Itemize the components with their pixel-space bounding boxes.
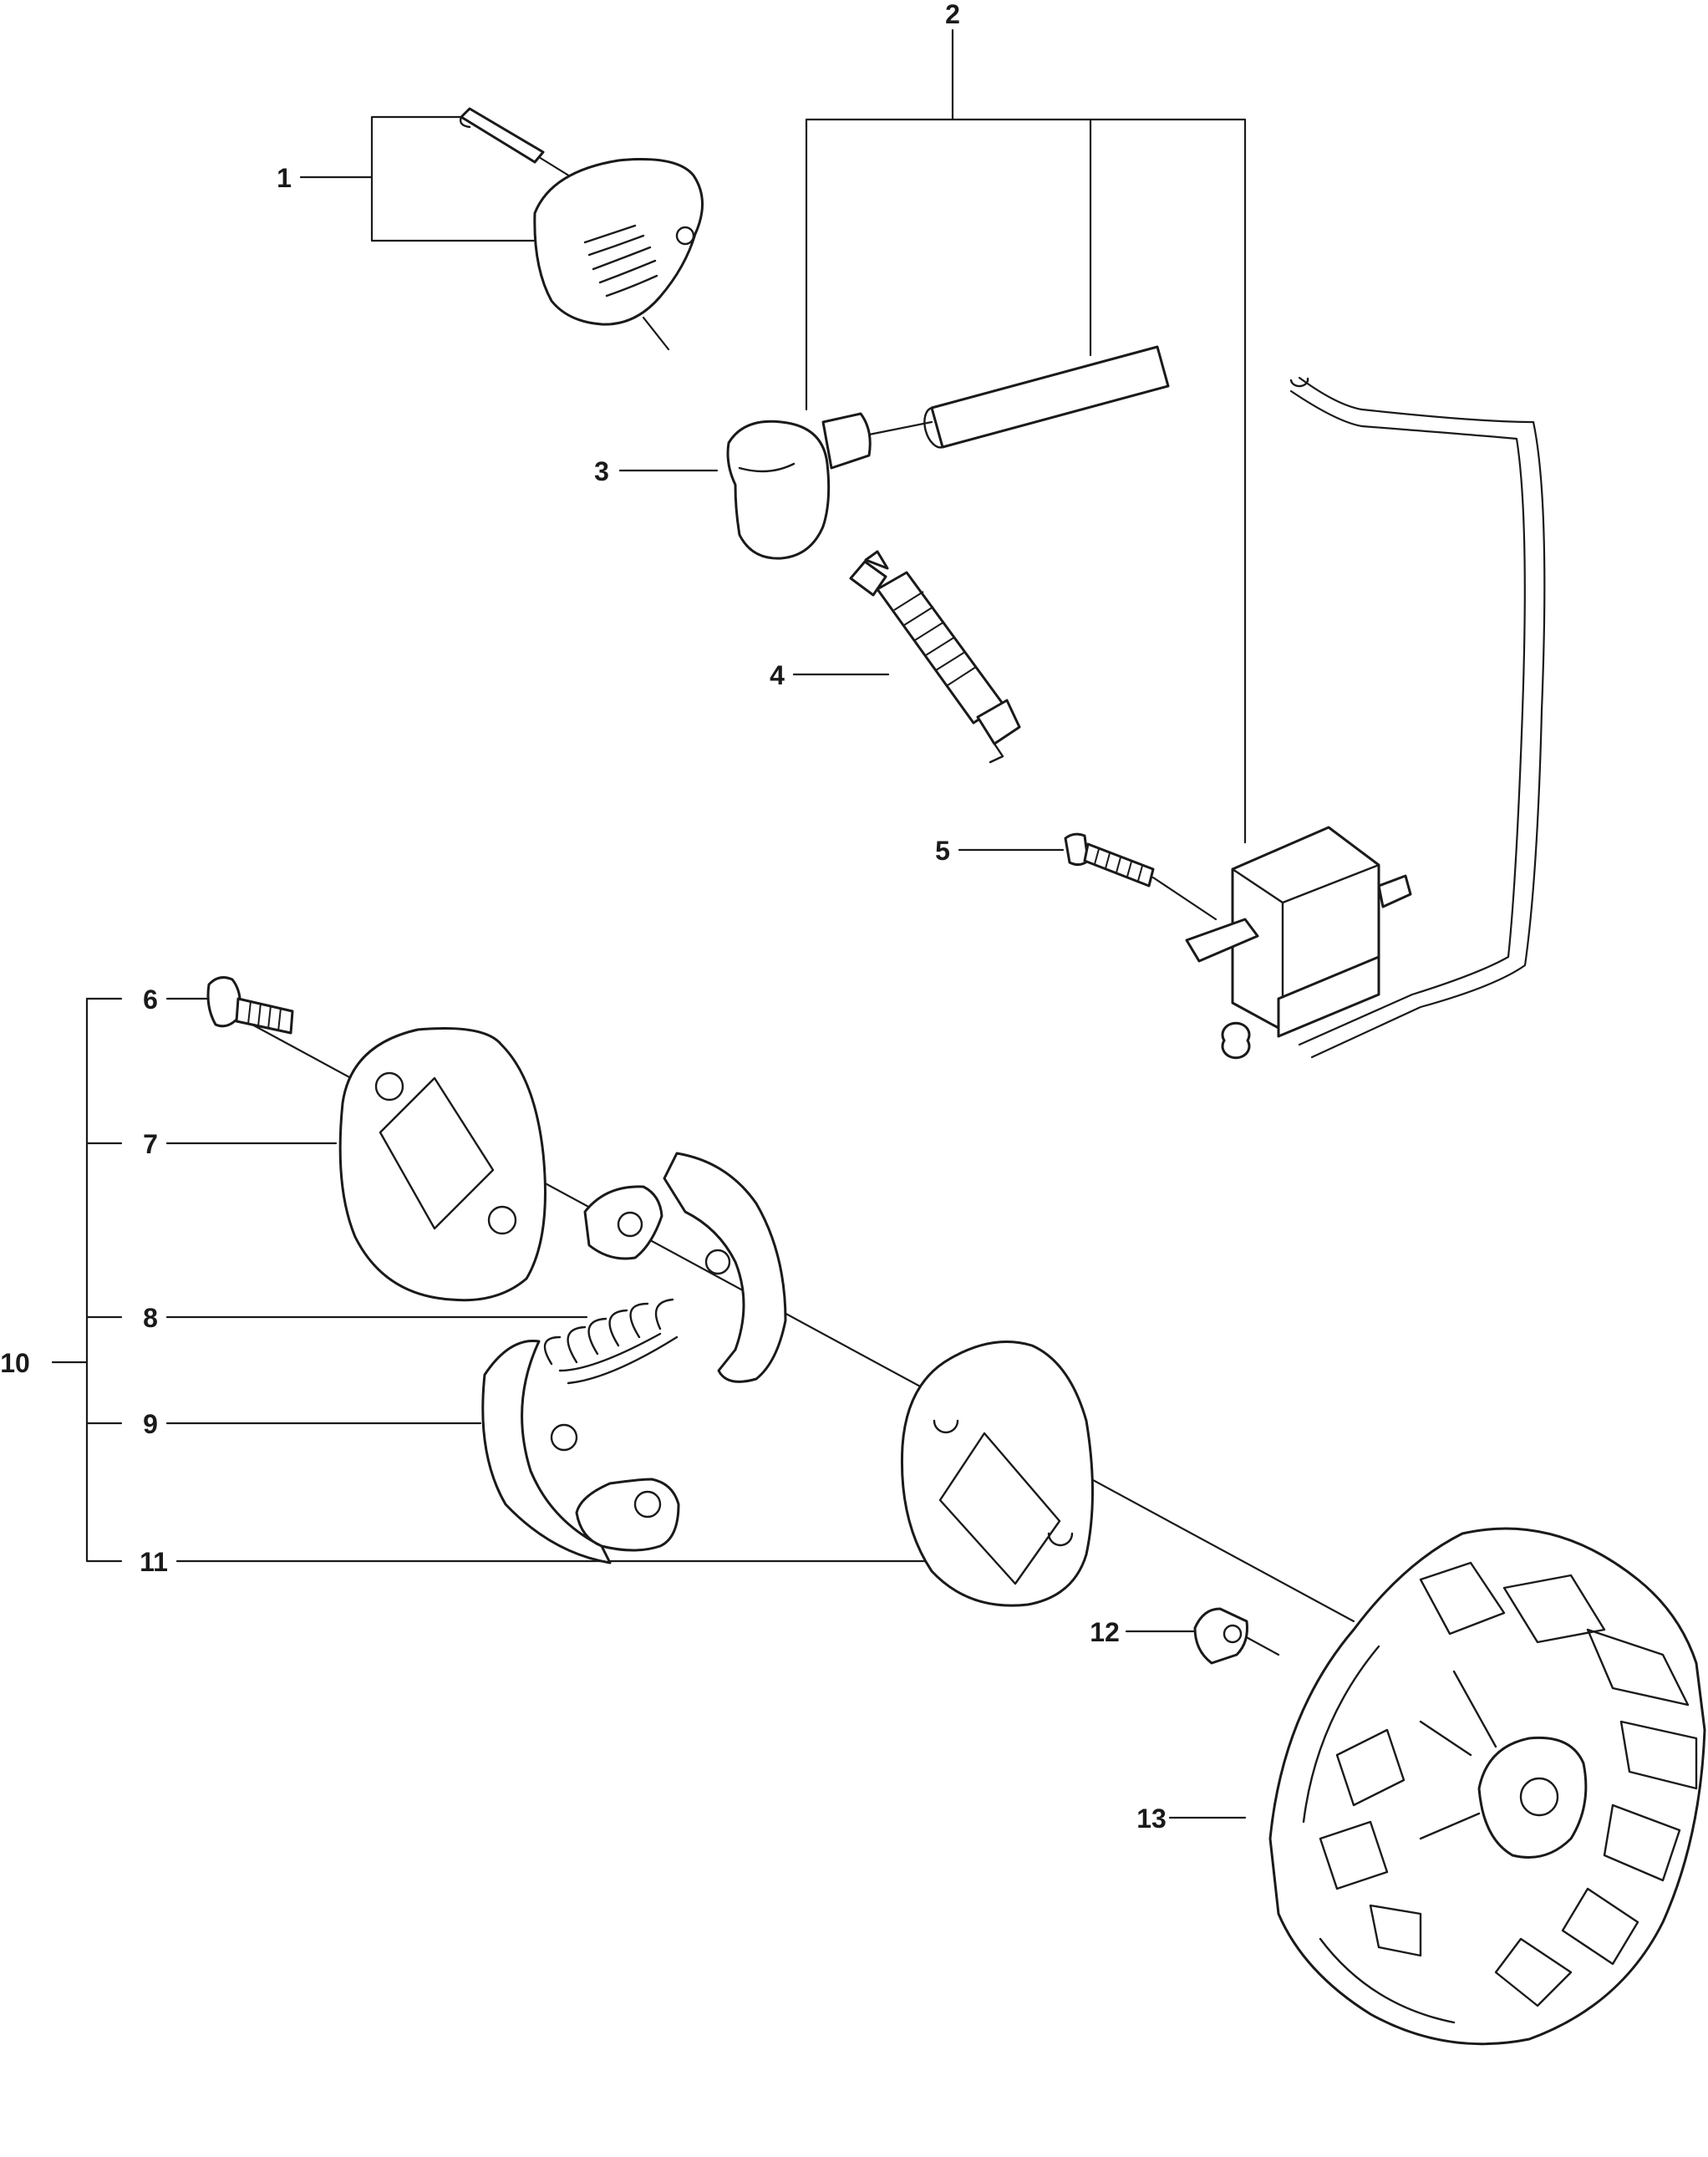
callout-2: 2 (945, 0, 960, 29)
callout-12: 12 (1090, 1617, 1120, 1647)
ignition-module-part (1064, 376, 1546, 1060)
callout-6: 6 (143, 984, 158, 1015)
callout-11: 11 (140, 1547, 168, 1577)
flywheel-nut-part (1193, 1607, 1248, 1665)
callout-1: 1 (277, 163, 292, 193)
flywheel-part (1268, 1527, 1706, 2046)
clutch-screw-part (206, 976, 294, 1035)
clutch-plate-upper-part (338, 1027, 546, 1302)
callout-4: 4 (770, 660, 785, 690)
callout-13: 13 (1136, 1803, 1167, 1834)
clutch-shoe-upper-part (583, 1152, 787, 1383)
callout-8: 8 (143, 1303, 158, 1333)
callout-5: 5 (935, 836, 950, 866)
leader-lines (51, 28, 1355, 1819)
callout-10: 10 (0, 1348, 30, 1378)
spark-plug-part (849, 550, 1021, 764)
clutch-spring-part (543, 1298, 679, 1385)
spark-plug-cover-part (459, 107, 704, 351)
clutch-plate-lower-part (900, 1340, 1094, 1607)
callout-3: 3 (594, 456, 609, 486)
callout-7: 7 (143, 1129, 158, 1159)
callout-labels: 1 2 3 4 5 6 7 8 9 10 11 12 13 (0, 0, 1167, 1834)
callout-9: 9 (143, 1409, 158, 1439)
ignition-lead-part (726, 345, 1170, 560)
clutch-shoe-lower-part (481, 1340, 680, 1564)
